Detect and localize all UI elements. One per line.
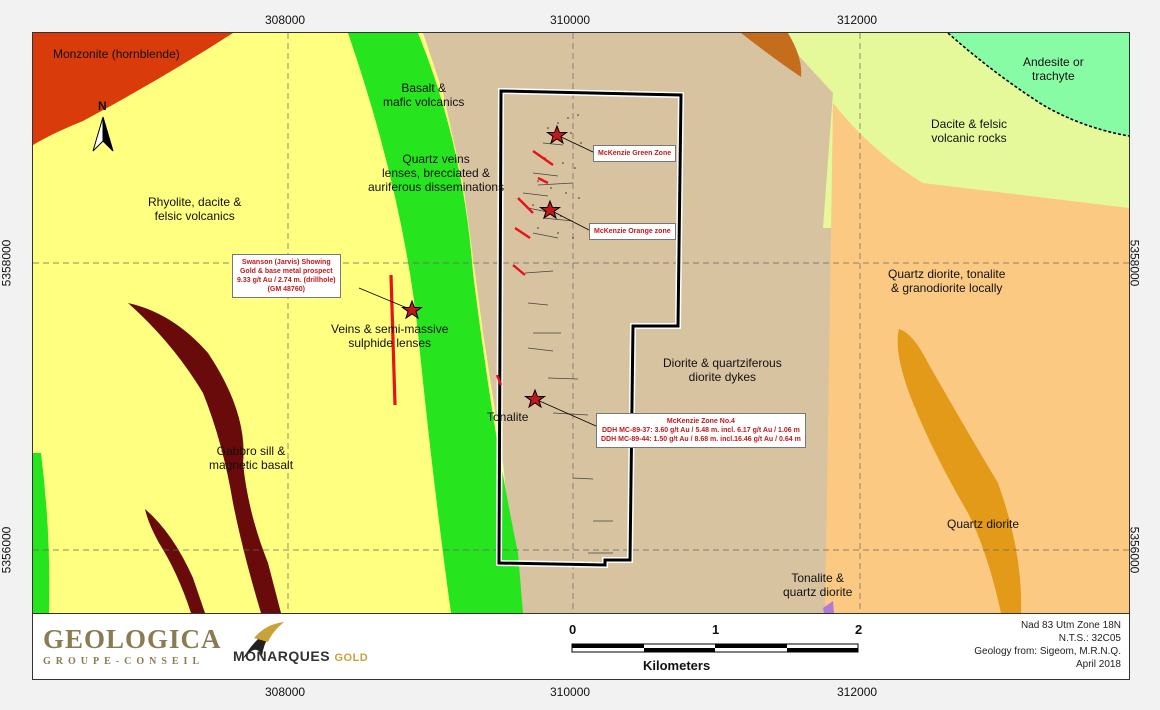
label-gabbro: Gabbro sill & magnetic basalt — [209, 444, 294, 472]
monarques-logo: MONARQUES GOLD — [233, 648, 368, 664]
easting-bottom-310000: 310000 — [550, 685, 591, 699]
easting-top-312000: 312000 — [837, 13, 878, 27]
vein-segments — [389, 150, 554, 406]
label-tonalite-quartz-diorite: Tonalite & quartz diorite — [783, 571, 853, 599]
scale-tick-2: 2 — [855, 622, 863, 637]
northing-left-5358000: 5358000 — [0, 239, 14, 287]
minor-unit — [823, 601, 834, 613]
basalt-unit-west — [33, 453, 50, 613]
andesite-contact — [947, 33, 1129, 137]
label-veins-sulphide: Veins & semi-massive sulphide lenses — [331, 322, 449, 350]
star-green-zone-icon — [545, 124, 569, 145]
scale-tick-1: 1 — [712, 622, 720, 637]
easting-bottom-312000: 312000 — [837, 685, 878, 699]
callout-orange-zone: McKenzie Orange zone — [589, 223, 676, 240]
andesite-unit — [948, 33, 1129, 136]
info-source: Geology from: Sigeom, M.R.N.Q. — [974, 646, 1121, 657]
label-basalt: Basalt & mafic volcanics — [383, 81, 465, 109]
easting-top-310000: 310000 — [550, 13, 591, 27]
label-andesite: Andesite or trachyte — [1023, 55, 1084, 83]
monarques-gold: GOLD — [334, 652, 369, 664]
monarques-emblem-icon — [242, 622, 284, 660]
info-date: April 2018 — [1075, 659, 1121, 670]
label-quartz-diorite: Quartz diorite — [947, 517, 1020, 531]
label-rhyolite: Rhyolite, dacite & felsic volcanics — [148, 195, 242, 223]
geologica-subtitle: GROUPE-CONSEIL — [43, 656, 205, 667]
map-frame: N Monzonite (hornblende) Basalt & mafic … — [32, 32, 1130, 680]
gabbro-sill-south — [145, 509, 205, 613]
scale-tick-0: 0 — [569, 622, 577, 637]
north-arrow-label: N — [98, 99, 107, 113]
scale-unit-label: Kilometers — [643, 658, 711, 673]
northing-left-5356000: 5356000 — [0, 526, 14, 574]
contact-wedge — [741, 33, 802, 77]
easting-top-308000: 308000 — [265, 13, 306, 27]
geologica-logo: GEOLOGICA — [43, 624, 222, 654]
north-arrow-icon — [92, 116, 114, 152]
callout-zone4: McKenzie Zone No.4 DDH MC-89-37: 3.60 g/… — [596, 413, 806, 448]
utm-grid — [33, 33, 1129, 613]
info-nts: N.T.S.: 32C05 — [1058, 633, 1121, 644]
label-quartz-veins: Quartz veins lenses, brecciated & aurife… — [368, 152, 505, 194]
basalt-unit — [348, 33, 523, 613]
star-swanson-icon — [400, 299, 424, 320]
label-quartz-diorite-tonalite: Quartz diorite, tonalite & granodiorite … — [888, 267, 1006, 295]
quartz-diorite-dyke — [897, 329, 1022, 613]
gabbro-sill — [128, 303, 281, 613]
callout-leaders — [358, 134, 597, 427]
label-diorite: Diorite & quartziferous diorite dykes — [663, 356, 782, 384]
property-boundary — [497, 89, 683, 567]
info-datum: Nad 83 Utm Zone 18N — [1020, 620, 1121, 631]
quartz-diorite-tonalite-unit — [825, 103, 1129, 613]
easting-bottom-308000: 308000 — [265, 685, 306, 699]
map-info: Nad 83 Utm Zone 18N N.T.S.: 32C05 Geolog… — [974, 619, 1121, 671]
callout-swanson: Swanson (Jarvis) Showing Gold & base met… — [232, 254, 341, 298]
showing-star-icons — [400, 124, 569, 409]
map-legend: GEOLOGICA GROUPE-CONSEIL MONARQUES GOLD … — [33, 613, 1129, 679]
monzonite-unit — [33, 33, 233, 145]
star-orange-zone-icon — [538, 199, 562, 220]
label-dacite: Dacite & felsic volcanic rocks — [931, 117, 1008, 145]
geology-map-drawing — [33, 33, 1129, 613]
label-monzonite: Monzonite (hornblende) — [53, 47, 180, 61]
callout-green-zone: McKenzie Green Zone — [593, 145, 677, 162]
monarques-name: MONARQUES — [233, 648, 331, 664]
label-tonalite: Tonalite — [487, 410, 529, 424]
scale-bar — [571, 643, 859, 653]
star-zone4-icon — [523, 388, 547, 409]
geology-map[interactable]: N Monzonite (hornblende) Basalt & mafic … — [33, 33, 1129, 613]
